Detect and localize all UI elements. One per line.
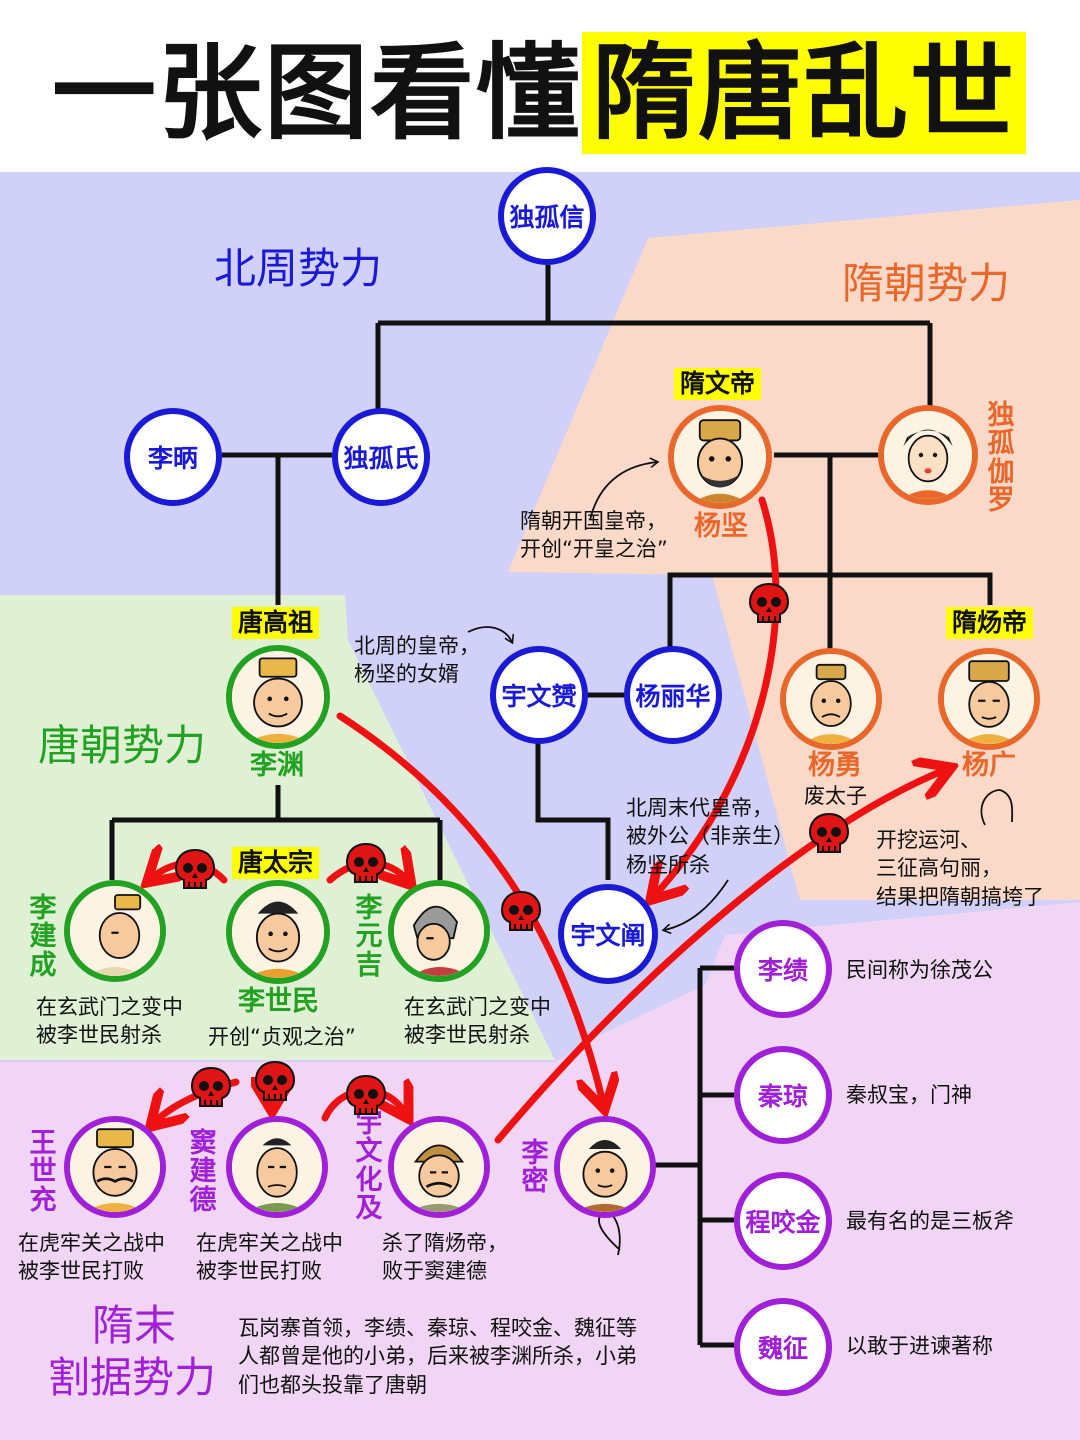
portrait-yang-guang[interactable] (938, 648, 1040, 750)
node-name: 宇文赟 (501, 682, 577, 711)
name-li-yuanji: 李元吉 (355, 893, 383, 981)
note-qin-qiong: 秦叔宝，门神 (846, 1083, 972, 1107)
node-name: 独孤信 (509, 203, 585, 232)
note-yuwen-huaji: 杀了隋炀帝， 败于窦建德 (382, 1231, 508, 1284)
sui-region-bg (508, 200, 1080, 900)
node-name: 李绩 (757, 956, 808, 985)
note-li-jiancheng: 在玄武门之变中 被李世民射杀 (36, 995, 183, 1048)
note-wang-shichong: 在虎牢关之战中 被李世民打败 (18, 1231, 165, 1284)
portrait-wang-shichong[interactable] (64, 1116, 166, 1218)
node-name: 魏征 (757, 1334, 808, 1363)
page-title: 一张图看懂隋唐乱世 (52, 28, 1027, 158)
node-name: 李昞 (147, 444, 198, 473)
node-name: 独孤氏 (343, 444, 419, 473)
skull-icon (808, 812, 850, 858)
emperor-face-icon (944, 654, 1034, 744)
node-yang-lihua[interactable]: 杨丽华 (624, 646, 722, 744)
title-highlight: 隋唐乱世 (582, 32, 1027, 154)
portrait-li-shimin[interactable] (226, 880, 330, 984)
region-label-suimo-line1: 隋末 (92, 1301, 177, 1350)
skull-icon (254, 1060, 296, 1106)
tag-li-yuan: 唐高祖 (232, 607, 320, 639)
warrior-face-icon (394, 886, 484, 976)
skull-icon (174, 848, 216, 894)
note-yuwen-chan: 北周末代皇帝， 被外公（非亲生） 杨坚所杀 (626, 796, 794, 877)
skull-icon (500, 890, 542, 936)
skull-icon (345, 1074, 387, 1120)
region-label-tang: 唐朝势力 (38, 721, 207, 770)
portrait-li-yuan[interactable] (226, 645, 330, 749)
region-label-beizhou: 北周势力 (214, 244, 383, 293)
node-name: 宇文阐 (570, 921, 646, 950)
empress-face-icon (884, 411, 972, 499)
skull-icon (190, 1066, 232, 1112)
portrait-li-jiancheng[interactable] (64, 880, 166, 982)
node-yuwen-yun[interactable]: 宇文赟 (490, 646, 588, 744)
kill-arrows (152, 496, 945, 1144)
name-yuwen-huaji: 宇文化及 (355, 1108, 383, 1225)
note-wei-zheng: 以敢于进谏著称 (846, 1334, 993, 1358)
name-yang-jian: 杨坚 (694, 511, 748, 542)
node-yuwen-chan[interactable]: 宇文阐 (558, 884, 658, 984)
node-li-ji[interactable]: 李绩 (734, 920, 832, 1018)
name-yang-guang: 杨广 (962, 750, 1016, 781)
emperor-face-icon (674, 411, 766, 503)
skull-icon (345, 842, 387, 888)
tag-li-shimin: 唐太宗 (232, 847, 320, 879)
skull-icon (748, 582, 790, 628)
name-dou-jiande: 窦建德 (189, 1128, 217, 1216)
name-yang-yong: 杨勇 (808, 750, 862, 781)
region-label-sui: 隋朝势力 (842, 259, 1011, 308)
rebel-leader-face-icon (560, 1122, 650, 1212)
prince-face-icon (786, 654, 876, 744)
family-tree-lines (109, 265, 993, 1348)
tag-yang-jian: 隋文帝 (674, 368, 762, 400)
name-wang-shichong: 王世充 (29, 1128, 57, 1216)
sub-yang-yong: 废太子 (804, 784, 867, 808)
note-li-yuanji: 在玄武门之变中 被李世民射杀 (404, 995, 551, 1048)
note-li-mi: 瓦岗寨首领，李绩、秦琼、程咬金、魏征等 人都曾是他的小弟，后来被李渊所杀，小弟 … (238, 1316, 637, 1397)
note-cheng-yaojin: 最有名的是三板斧 (846, 1209, 1014, 1233)
note-yang-guang: 开挖运河、 三征高句丽， 结果把隋朝搞垮了 (876, 828, 1044, 909)
node-wei-zheng[interactable]: 魏征 (734, 1298, 832, 1396)
name-dugu-qieluo: 独孤伽罗 (987, 400, 1015, 517)
node-dugu-xin[interactable]: 独孤信 (498, 167, 596, 265)
emperor-face-icon (70, 1122, 160, 1212)
name-li-mi: 李密 (521, 1138, 549, 1198)
prince-face-icon (70, 886, 160, 976)
node-li-bing[interactable]: 李昞 (124, 408, 222, 506)
warrior-face-icon (394, 1122, 484, 1212)
node-qin-qiong[interactable]: 秦琼 (734, 1046, 832, 1144)
name-li-jiancheng: 李建成 (29, 893, 57, 981)
node-dugu-shi[interactable]: 独孤氏 (332, 408, 430, 506)
portrait-li-yuanji[interactable] (388, 880, 490, 982)
region-label-suimo-line2: 割据势力 (48, 1353, 217, 1402)
name-li-yuan: 李渊 (250, 750, 304, 781)
title-part1: 一张图看懂 (52, 32, 583, 154)
warrior-face-icon (232, 1122, 322, 1212)
note-li-ji: 民间称为徐茂公 (846, 958, 993, 982)
portrait-li-mi[interactable] (554, 1116, 656, 1218)
node-cheng-yaojin[interactable]: 程咬金 (734, 1172, 832, 1270)
note-dou-jiande: 在虎牢关之战中 被李世民打败 (196, 1231, 343, 1284)
note-yuwen-yun: 北周的皇帝， 杨坚的女婿 (354, 634, 480, 687)
portrait-dugu-qieluo[interactable] (878, 405, 978, 505)
portrait-yang-yong[interactable] (780, 648, 882, 750)
node-name: 秦琼 (757, 1082, 808, 1111)
node-name: 杨丽华 (635, 682, 711, 711)
note-yang-jian: 隋朝开国皇帝， 开创“开皇之治” (520, 509, 668, 562)
node-name: 程咬金 (745, 1208, 821, 1237)
note-li-shimin: 开创“贞观之治” (208, 1025, 356, 1049)
emperor-face-icon (232, 886, 324, 978)
portrait-yang-jian[interactable] (668, 405, 772, 509)
portrait-dou-jiande[interactable] (226, 1116, 328, 1218)
portrait-yuwen-huaji[interactable] (388, 1116, 490, 1218)
tag-yang-guang: 隋炀帝 (946, 607, 1034, 639)
name-li-shimin: 李世民 (238, 986, 319, 1017)
emperor-face-icon (232, 651, 324, 743)
